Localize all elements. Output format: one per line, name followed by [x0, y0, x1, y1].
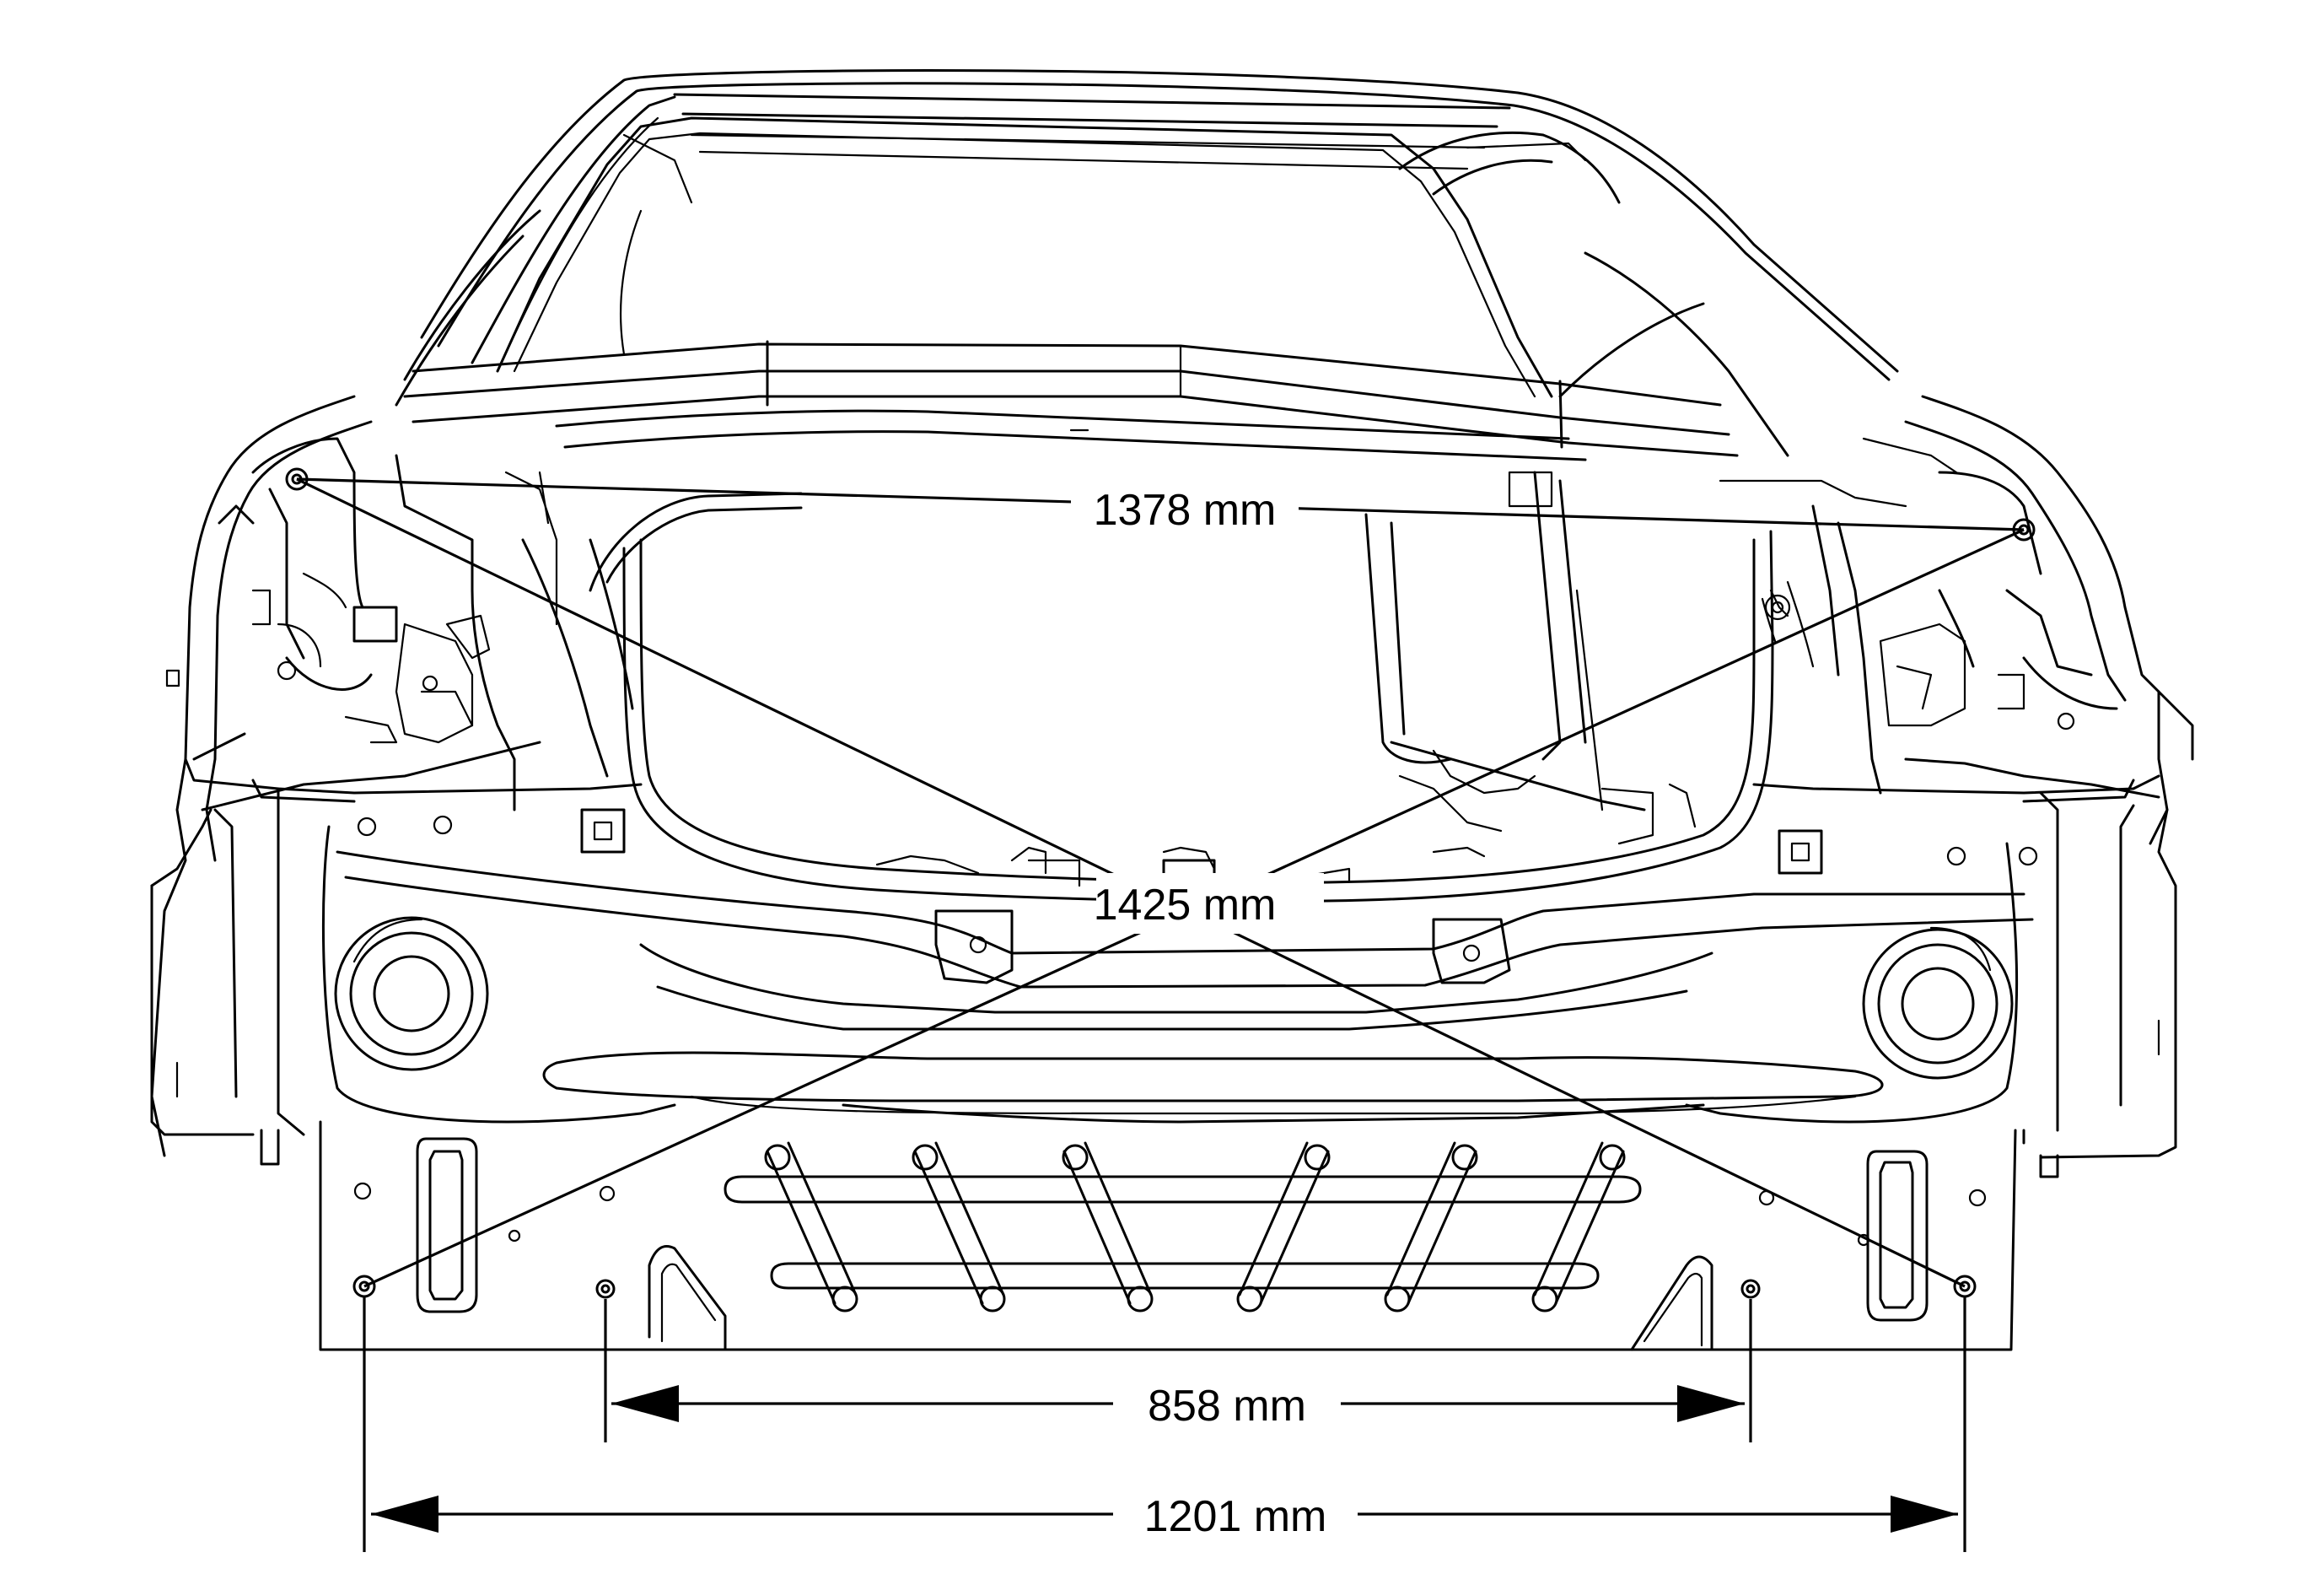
- arrowhead: [371, 1496, 438, 1533]
- dimension-label-diagonal: 1425 mm: [1094, 881, 1277, 930]
- dimension-labels: 1378 mm 1425 mm 858 mm 1201 mm: [1071, 479, 1358, 1544]
- dimension-label-upper: 1378 mm: [1094, 486, 1277, 535]
- upper-cross-member: [403, 340, 1739, 508]
- arrowhead: [1891, 1496, 1958, 1533]
- arrowhead: [1677, 1385, 1745, 1422]
- left-quarter-panel: [150, 395, 634, 1157]
- dimension-label-lower: 1201 mm: [1144, 1492, 1327, 1541]
- bead-pattern: [724, 1141, 1642, 1313]
- arrowhead: [611, 1385, 679, 1422]
- lower-skirt-panel: [260, 1120, 2059, 1351]
- point-lower-left-inner: [595, 1279, 616, 1299]
- point-lower-right-inner: [1740, 1279, 1761, 1299]
- roof-frame: [395, 69, 1899, 457]
- right-quarter-panel: [1719, 395, 2194, 845]
- left-round-opening: [334, 916, 489, 1071]
- right-round-opening: [1862, 926, 2014, 1080]
- rear-panel: [150, 757, 2177, 1159]
- dimension-label-inner: 858 mm: [1148, 1382, 1306, 1431]
